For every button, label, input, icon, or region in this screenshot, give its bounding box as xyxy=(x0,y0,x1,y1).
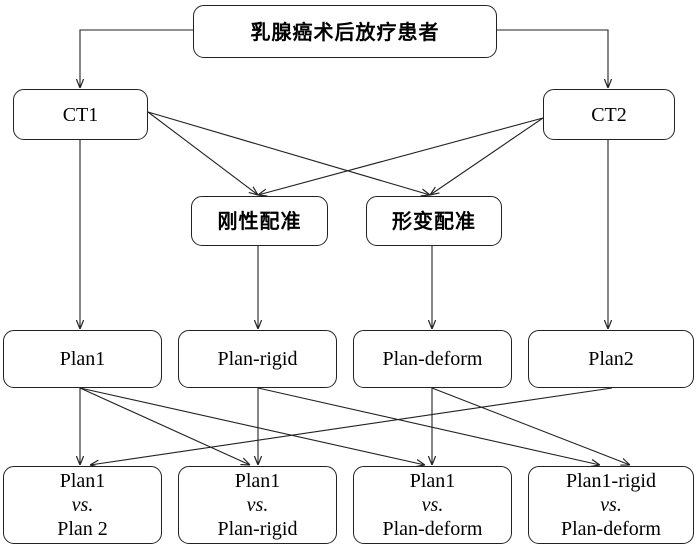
node-compare-plan1-planrigid: Plan1 vs. Plan-rigid xyxy=(178,466,337,544)
edge-ct2-deform xyxy=(430,117,544,195)
node-compare-plan1-plandeform: Plan1 vs. Plan-deform xyxy=(353,466,512,544)
node-plan-rigid: Plan-rigid xyxy=(178,330,337,388)
node-compare-plan1-plan2: Plan1 vs. Plan 2 xyxy=(3,466,162,544)
edge-plan2-cmp1 xyxy=(90,387,613,465)
node-deform-registration: 形变配准 xyxy=(366,196,502,246)
edge-plan1-cmp2 xyxy=(79,387,250,465)
edge-plandeform-cmp4 xyxy=(431,387,630,465)
node-plan2: Plan2 xyxy=(528,330,694,388)
node-plan-deform: Plan-deform xyxy=(353,330,512,388)
edge-root-ct2 xyxy=(497,29,608,88)
node-ct2: CT2 xyxy=(543,89,675,140)
edge-planrigid-cmp4 xyxy=(257,387,600,465)
node-ct1: CT1 xyxy=(13,89,148,140)
edge-ct2-rigid xyxy=(258,117,544,195)
edge-root-ct1 xyxy=(80,29,193,88)
edge-ct1-deform xyxy=(147,111,430,195)
edge-ct1-rigid xyxy=(147,111,258,195)
node-root: 乳腺癌术后放疗患者 xyxy=(193,5,497,58)
node-compare-planrigid-plandeform: Plan1-rigid vs. Plan-deform xyxy=(528,466,694,544)
node-plan1: Plan1 xyxy=(3,330,162,388)
edge-plan1-cmp3 xyxy=(79,387,425,465)
node-rigid-registration: 刚性配准 xyxy=(191,196,328,246)
